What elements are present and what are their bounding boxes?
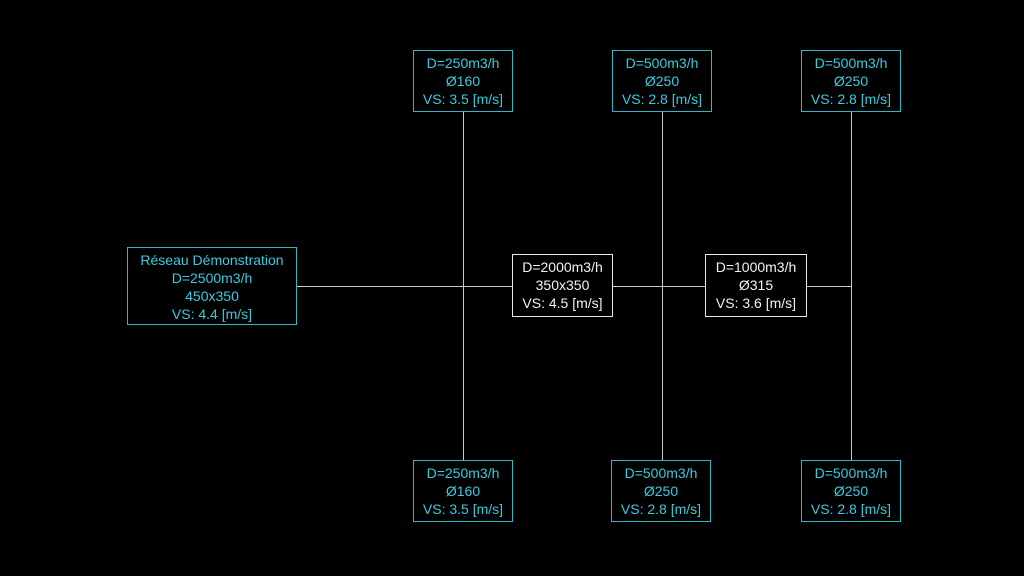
node-title: Réseau Démonstration	[140, 252, 284, 268]
node-velocity: VS: 4.4 [m/s]	[171, 306, 253, 322]
node-size: Ø250	[644, 73, 680, 89]
node-velocity: VS: 2.8 [m/s]	[810, 91, 892, 107]
node-velocity: VS: 2.8 [m/s]	[621, 91, 703, 107]
node-trunk-mid[interactable]: D=2000m3/h 350x350 VS: 4.5 [m/s]	[512, 254, 613, 317]
node-flow: D=500m3/h	[625, 55, 699, 71]
node-branch-bottom-1[interactable]: D=250m3/h Ø160 VS: 3.5 [m/s]	[413, 460, 513, 522]
node-velocity: VS: 2.8 [m/s]	[810, 501, 892, 517]
node-size: 450x350	[185, 288, 239, 304]
node-size: Ø250	[833, 73, 869, 89]
node-branch-bottom-3[interactable]: D=500m3/h Ø250 VS: 2.8 [m/s]	[801, 460, 901, 522]
node-trunk-right[interactable]: D=1000m3/h Ø315 VS: 3.6 [m/s]	[705, 254, 807, 317]
node-flow: D=250m3/h	[426, 55, 500, 71]
node-flow: D=250m3/h	[426, 465, 500, 481]
node-size: Ø250	[833, 483, 869, 499]
node-branch-top-2[interactable]: D=500m3/h Ø250 VS: 2.8 [m/s]	[612, 50, 712, 112]
node-branch-top-1[interactable]: D=250m3/h Ø160 VS: 3.5 [m/s]	[413, 50, 513, 112]
node-flow: D=2000m3/h	[522, 259, 603, 275]
node-flow: D=500m3/h	[814, 55, 888, 71]
node-velocity: VS: 3.5 [m/s]	[422, 501, 504, 517]
node-flow: D=1000m3/h	[715, 259, 797, 275]
drop-connector-line-2	[662, 112, 663, 460]
node-flow: D=500m3/h	[624, 465, 698, 481]
drop-connector-line-3	[851, 112, 852, 460]
node-velocity: VS: 4.5 [m/s]	[522, 295, 603, 311]
node-size: Ø315	[738, 277, 774, 293]
node-branch-top-3[interactable]: D=500m3/h Ø250 VS: 2.8 [m/s]	[801, 50, 901, 112]
node-size: Ø160	[445, 483, 481, 499]
node-size: Ø160	[445, 73, 481, 89]
node-velocity: VS: 3.6 [m/s]	[715, 295, 797, 311]
node-velocity: VS: 2.8 [m/s]	[620, 501, 702, 517]
node-size: Ø250	[643, 483, 679, 499]
node-root[interactable]: Réseau Démonstration D=2500m3/h 450x350 …	[127, 247, 297, 325]
node-flow: D=500m3/h	[814, 465, 888, 481]
drop-connector-line-1	[463, 112, 464, 460]
node-branch-bottom-2[interactable]: D=500m3/h Ø250 VS: 2.8 [m/s]	[611, 460, 711, 522]
node-flow: D=2500m3/h	[171, 270, 253, 286]
node-velocity: VS: 3.5 [m/s]	[422, 91, 504, 107]
node-size: 350x350	[535, 277, 590, 293]
